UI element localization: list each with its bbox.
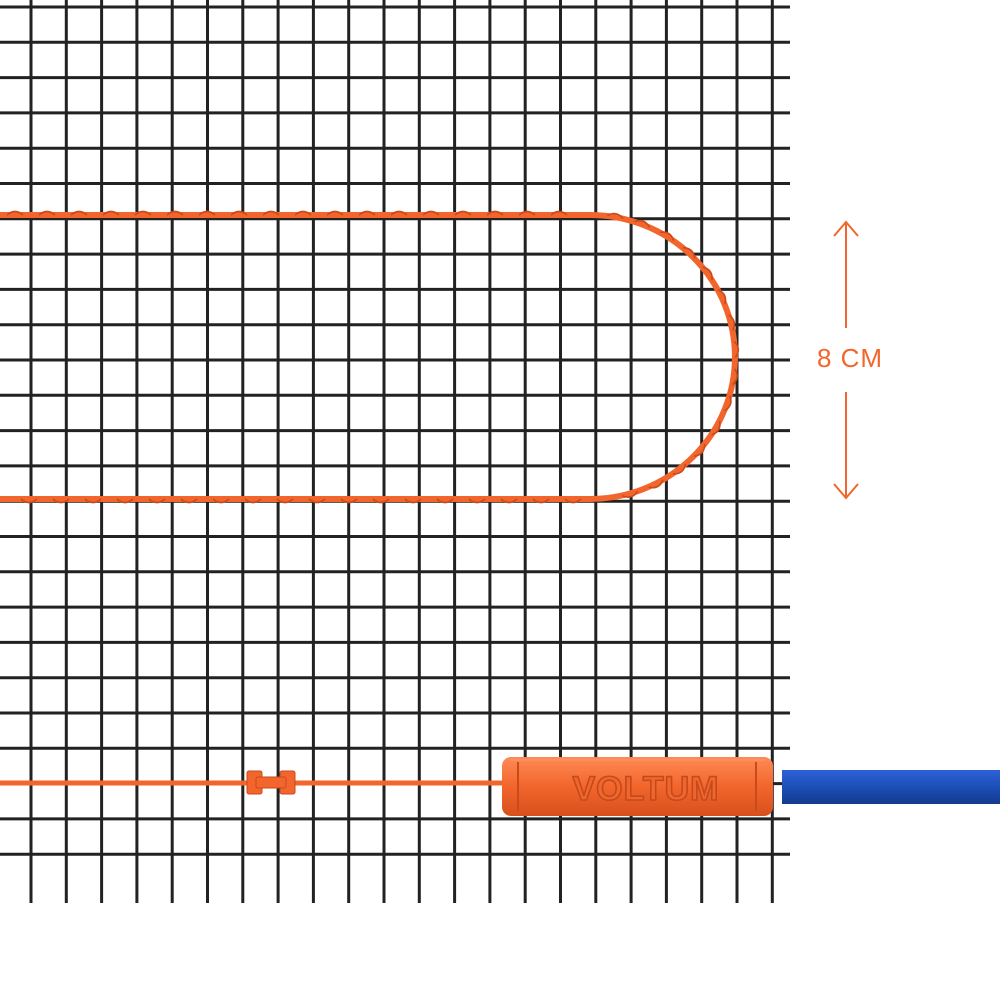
wrap-tie: [659, 231, 675, 242]
wrap-tie: [390, 210, 408, 216]
arrow-up-icon: [833, 220, 859, 328]
wrap-tie: [500, 498, 518, 504]
wrap-tie: [230, 210, 248, 216]
wrap-tie: [682, 246, 696, 259]
wrap-tie: [358, 210, 376, 216]
wrap-tie: [733, 341, 740, 359]
wrap-tie: [116, 498, 134, 504]
wrap-tie: [372, 498, 390, 504]
wrap-tie: [486, 210, 504, 216]
wrap-tie: [621, 490, 639, 499]
wrap-tie: [702, 266, 713, 281]
dimension-label: 8 CM: [817, 343, 883, 373]
wrap-tie: [340, 498, 358, 504]
wrap-tie: [532, 498, 550, 504]
wrap-tie: [717, 289, 727, 305]
wrap-tie: [724, 395, 732, 412]
wrap-tie: [20, 498, 38, 504]
cold-lead-assembly: VOLTUM: [0, 757, 1000, 816]
wrap-tie: [52, 498, 70, 504]
connector-brand: VOLTUM: [572, 770, 719, 808]
arrow-down-icon: [833, 392, 859, 500]
wrap-tie: [326, 210, 344, 216]
wrap-tie: [422, 210, 440, 216]
cable-wrap-ties: [6, 210, 740, 504]
wrap-tie: [180, 498, 198, 504]
wrap-tie: [728, 314, 736, 331]
cold-lead-cable: [782, 770, 1000, 804]
wrap-tie: [672, 463, 687, 475]
wrap-tie: [518, 210, 536, 216]
wrap-tie: [244, 498, 262, 504]
wrap-tie: [694, 444, 706, 457]
wrap-tie: [731, 368, 738, 386]
wrap-tie: [294, 210, 312, 216]
wrap-tie: [166, 210, 184, 216]
wrap-tie: [102, 210, 120, 216]
wrap-tie: [134, 210, 152, 216]
wrap-tie: [70, 210, 88, 216]
wrap-tie: [634, 219, 651, 228]
cable-clip: [246, 770, 296, 795]
wrap-tie: [6, 210, 24, 216]
wrap-tie: [276, 498, 294, 504]
wrap-tie: [468, 498, 486, 504]
wrap-tie: [436, 498, 454, 504]
heating-cable-loop: [0, 210, 740, 504]
wrap-tie: [454, 210, 472, 216]
wrap-tie: [711, 420, 721, 436]
wrap-tie: [212, 498, 230, 504]
wrap-tie: [262, 210, 280, 216]
wrap-tie: [198, 210, 216, 216]
wrap-tie: [38, 210, 56, 216]
dimension-indicator: 8 CM: [817, 220, 883, 500]
wrap-tie: [308, 498, 326, 504]
wrap-tie: [550, 210, 568, 216]
wrap-tie: [84, 498, 102, 504]
mesh-grid: [0, 0, 790, 903]
wrap-tie: [648, 479, 664, 489]
wrap-tie: [404, 498, 422, 504]
wrap-tie: [148, 498, 166, 504]
voltum-connector: VOLTUM: [502, 757, 773, 816]
wrap-tie: [564, 498, 582, 504]
heating-cable: [0, 212, 738, 502]
wrap-tie: [606, 212, 624, 220]
